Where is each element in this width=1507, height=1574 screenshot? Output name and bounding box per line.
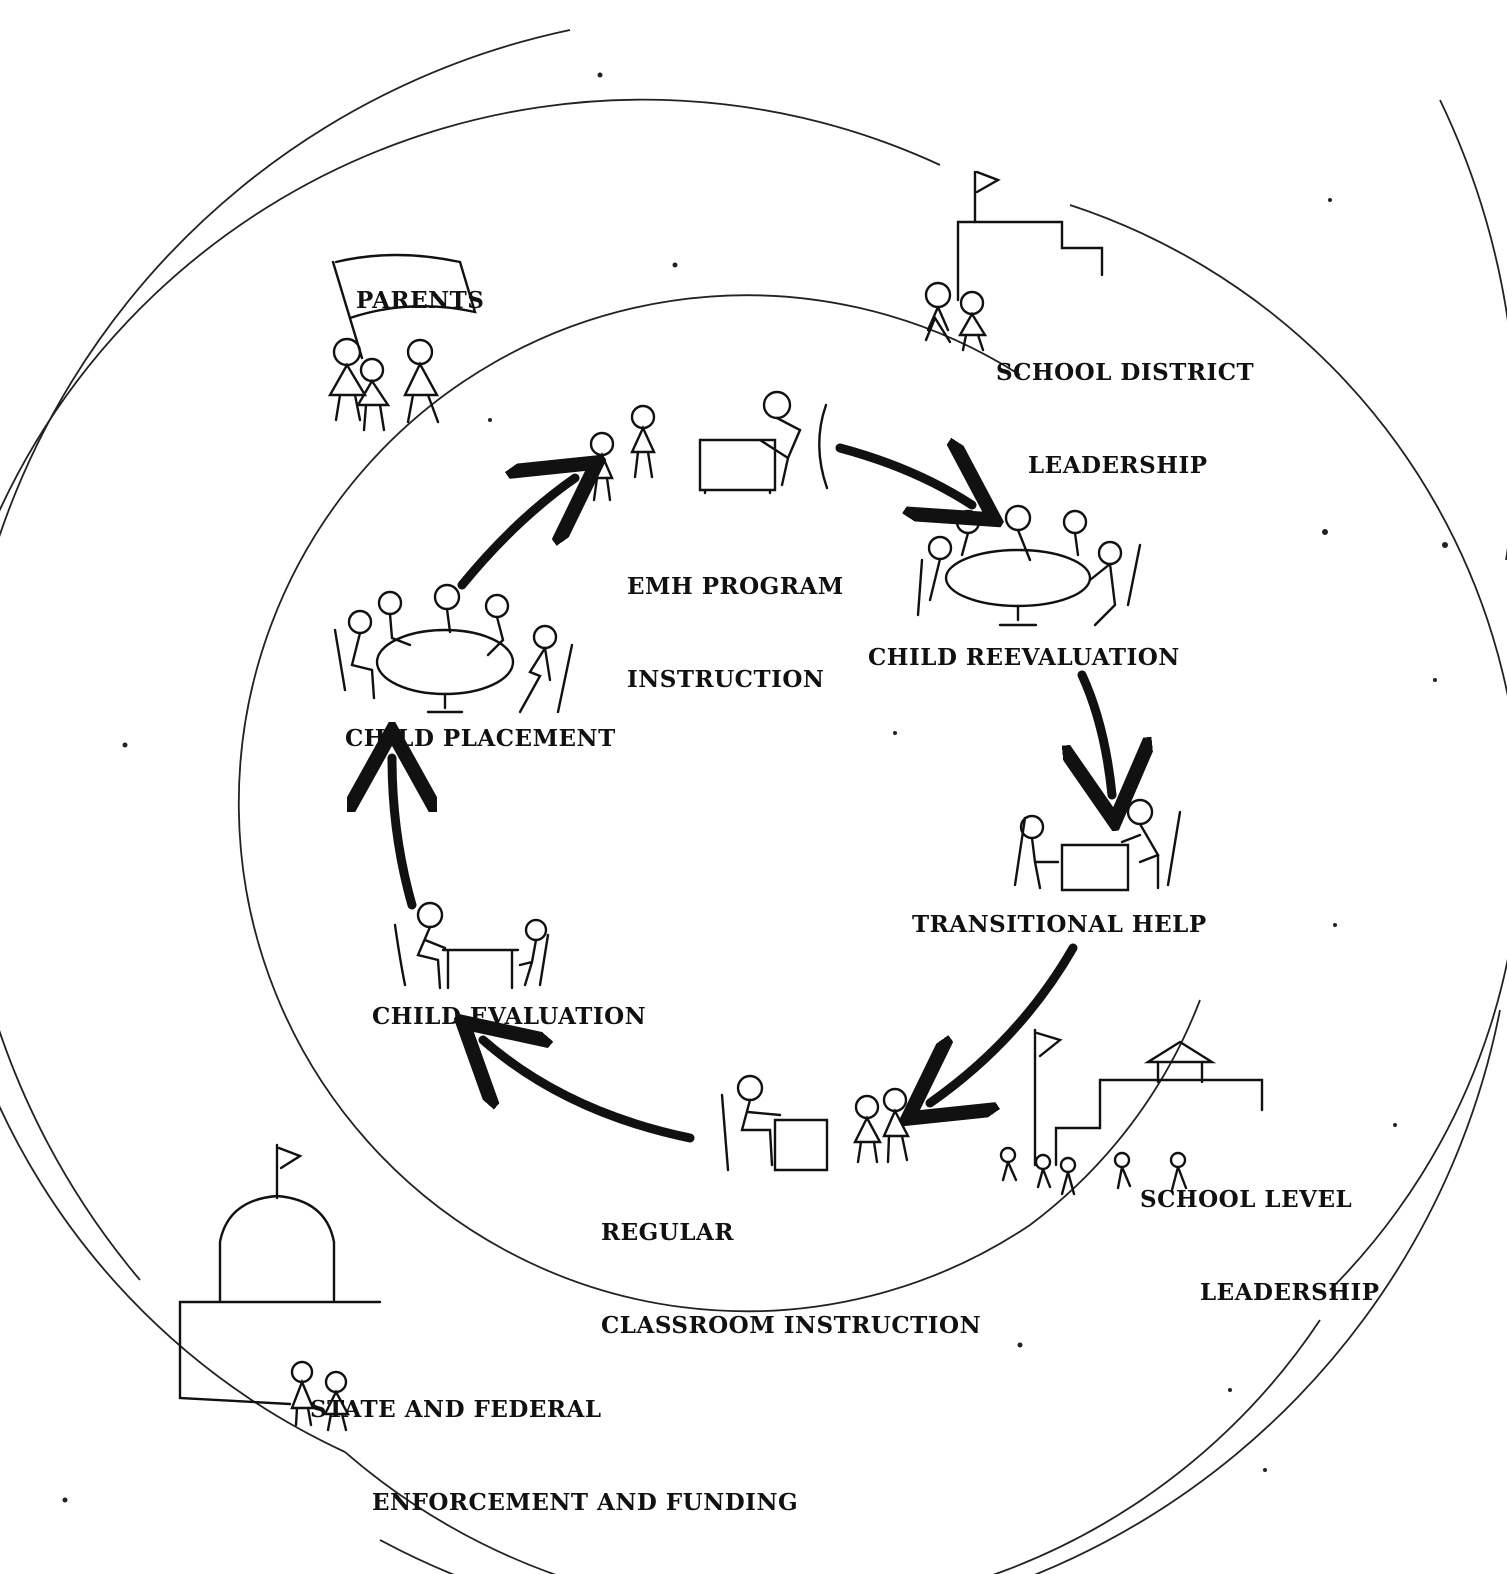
school-level-label: SCHOOL LEVEL LEADERSHIP [1140, 1122, 1380, 1339]
child-placement-label: CHILD PLACEMENT [345, 723, 616, 754]
state-federal-line-1: STATE AND FEDERAL [310, 1394, 798, 1425]
transitional-help-label: TRANSITIONAL HELP [912, 909, 1207, 940]
emh-program-line-2: INSTRUCTION [627, 664, 844, 695]
emh-program-illustration [591, 392, 827, 500]
regular-classroom-line-1: REGULAR [601, 1217, 981, 1248]
child-evaluation-illustration [395, 903, 548, 988]
child-evaluation-label: CHILD EVALUATION [372, 1001, 646, 1032]
arrow-transitional-to-regular [930, 948, 1073, 1103]
child-reevaluation-illustration [918, 506, 1140, 625]
child-placement-illustration [335, 585, 572, 712]
parents-label: PARENTS [356, 285, 484, 316]
arrow-regular-to-evaluation [483, 1040, 690, 1138]
parents-illustration [330, 255, 475, 430]
arrow-evaluation-to-placement [392, 758, 412, 905]
transitional-help-illustration [1015, 800, 1180, 890]
school-district-label: SCHOOL DISTRICT LEADERSHIP [996, 295, 1254, 512]
school-district-line-1: SCHOOL DISTRICT [996, 357, 1254, 388]
arrow-emh-to-reevaluation [840, 448, 972, 505]
arrow-reevaluation-to-transitional [1082, 675, 1112, 795]
child-reevaluation-label: CHILD REEVALUATION [868, 642, 1180, 673]
state-federal-line-2: ENFORCEMENT AND FUNDING [310, 1487, 798, 1518]
school-level-line-1: SCHOOL LEVEL [1140, 1184, 1380, 1215]
arrow-placement-to-emh [462, 478, 575, 585]
state-federal-label: STATE AND FEDERAL ENFORCEMENT AND FUNDIN… [310, 1332, 798, 1549]
emh-program-line-1: EMH PROGRAM [627, 571, 844, 602]
school-level-line-2: LEADERSHIP [1140, 1277, 1380, 1308]
school-district-line-2: LEADERSHIP [996, 450, 1254, 481]
emh-program-label: EMH PROGRAM INSTRUCTION [627, 509, 844, 726]
